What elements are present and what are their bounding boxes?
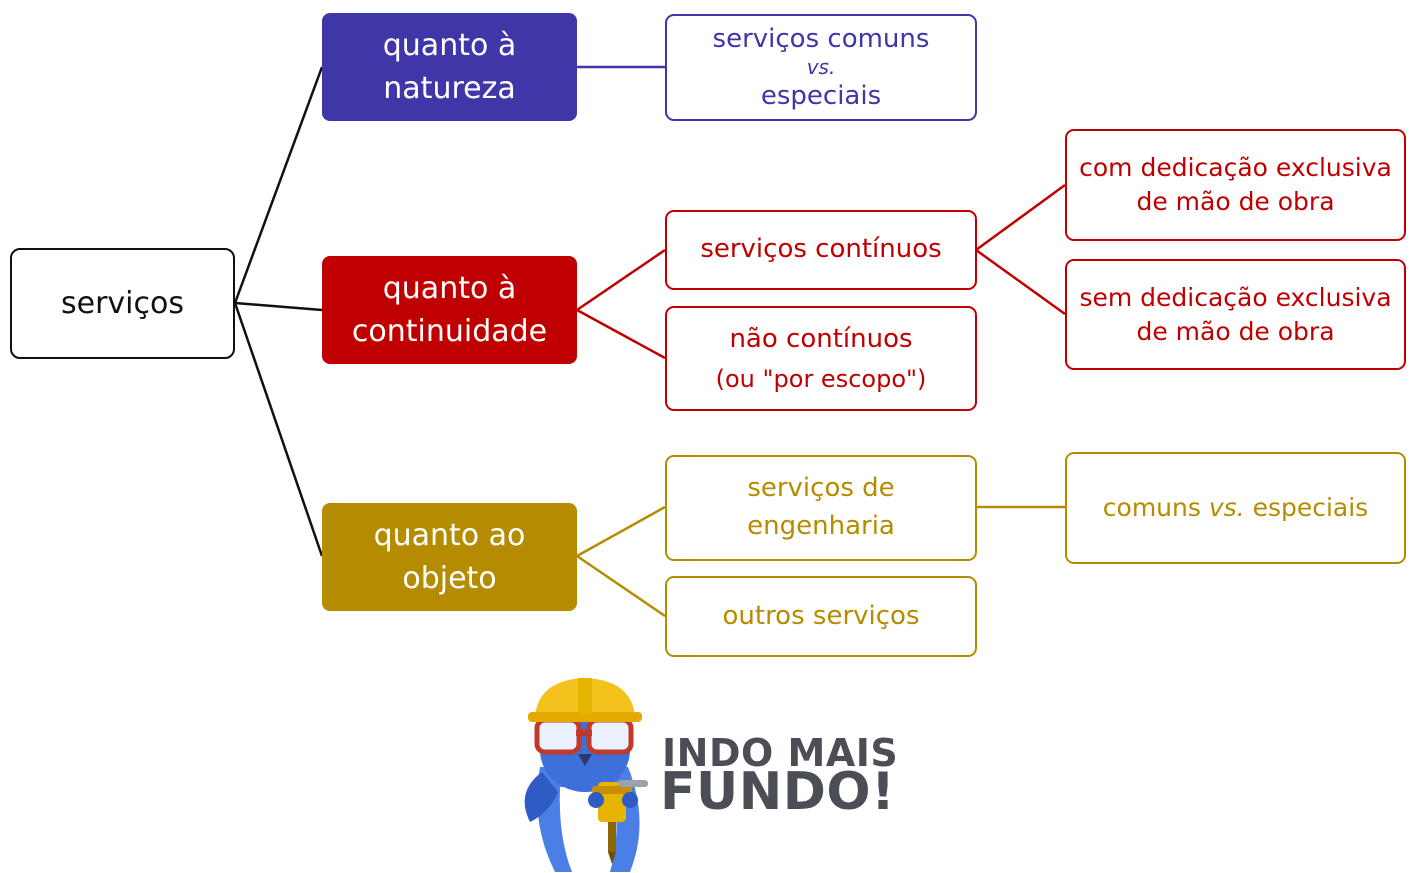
logo-text-line2: FUNDO! bbox=[660, 762, 896, 822]
node-com-dedicacao-exclusiva: com dedicação exclusiva de mão de obra bbox=[1065, 129, 1406, 241]
node-quanto-ao-objeto: quanto ao objeto bbox=[322, 503, 577, 611]
node-sem-dedicacao-exclusiva: sem dedicação exclusiva de mão de obra bbox=[1065, 259, 1406, 370]
natureza-leaf-line1: serviços comuns bbox=[712, 23, 930, 54]
sem-dedicacao-line1: sem dedicação exclusiva bbox=[1079, 282, 1392, 312]
node-comuns-vs-especiais-engenharia: comuns vs. especiais bbox=[1065, 452, 1406, 564]
objeto-label-line1: quanto ao bbox=[373, 517, 526, 553]
engenharia-line1: serviços de bbox=[747, 473, 895, 504]
natureza-leaf-line2: vs. bbox=[806, 55, 836, 79]
logo-text-line1: INDO MAIS bbox=[662, 731, 899, 775]
engenharia-line2: engenharia bbox=[747, 511, 895, 541]
node-quanto-a-natureza: quanto à natureza bbox=[322, 13, 577, 121]
vs-text: vs. bbox=[1208, 493, 1245, 522]
natureza-label-line1: quanto à bbox=[382, 27, 517, 63]
node-comuns-vs-especiais: serviços comuns vs. especiais bbox=[665, 14, 977, 121]
mascot-owl-icon bbox=[524, 678, 648, 872]
comuns-text: comuns bbox=[1102, 493, 1209, 522]
node-outros-servicos: outros serviços bbox=[665, 576, 977, 657]
edge-root-natureza bbox=[233, 66, 324, 304]
continuos-label: serviços contínuos bbox=[700, 234, 942, 265]
node-servicos-de-engenharia: serviços de engenharia bbox=[665, 455, 977, 561]
node-nao-continuos: não contínuos (ou "por escopo") bbox=[665, 306, 977, 411]
edge-continuos-com bbox=[975, 183, 1066, 252]
continuidade-label-line1: quanto à bbox=[382, 270, 517, 306]
objeto-label-line2: objeto bbox=[402, 561, 497, 596]
edge-continuidade-nao-continuos bbox=[576, 308, 666, 360]
edge-continuos-sem bbox=[975, 248, 1066, 316]
edge-objeto-outros bbox=[576, 554, 666, 618]
especiais-text: especiais bbox=[1244, 493, 1369, 522]
outros-label: outros serviços bbox=[722, 600, 920, 631]
node-quanto-a-continuidade: quanto à continuidade bbox=[322, 256, 577, 364]
edge-root-continuidade bbox=[234, 301, 323, 312]
natureza-label-line2: natureza bbox=[383, 71, 516, 106]
com-dedicacao-line2: de mão de obra bbox=[1136, 187, 1335, 216]
edge-continuidade-continuos bbox=[576, 248, 666, 312]
node-servicos-continuos: serviços contínuos bbox=[665, 210, 977, 290]
node-servicos-label: serviços bbox=[61, 285, 184, 321]
nao-continuos-line2: (ou "por escopo") bbox=[715, 365, 927, 394]
natureza-leaf-line3: especiais bbox=[760, 81, 882, 111]
edge-root-objeto bbox=[233, 302, 324, 557]
node-servicos: serviços bbox=[10, 248, 235, 359]
continuidade-label-line2: continuidade bbox=[351, 314, 548, 349]
edge-objeto-engenharia bbox=[576, 505, 666, 558]
sem-dedicacao-line2: de mão de obra bbox=[1136, 316, 1335, 346]
com-dedicacao-line1: com dedicação exclusiva bbox=[1079, 153, 1392, 183]
nao-continuos-line1: não contínuos bbox=[729, 323, 913, 354]
